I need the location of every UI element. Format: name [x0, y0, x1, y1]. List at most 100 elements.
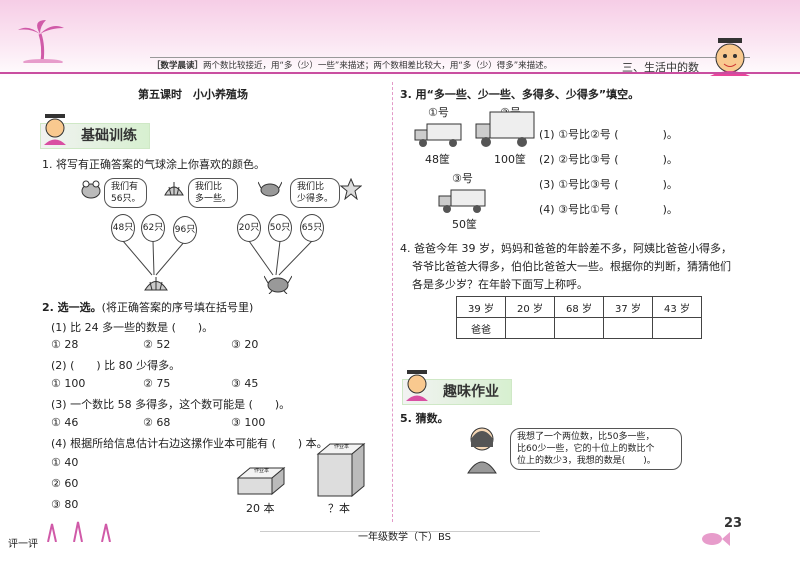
mascot-icon: [706, 36, 754, 84]
book-count-2: ？本: [328, 502, 350, 515]
starfish-icon: [339, 177, 363, 204]
q2-note: (将正确答案的序号填在括号里): [101, 301, 254, 314]
title-cell-input[interactable]: [505, 317, 555, 339]
truck1-qty: 48筐: [425, 153, 450, 166]
q3-title: 3. 用“多一些、少一些、多得多、少得多”填空。: [400, 88, 640, 101]
balloon-20[interactable]: 20只: [237, 214, 261, 242]
book-stack-tall: 作业本: [316, 440, 366, 502]
footer-book: 一年级数学（下）BS: [358, 532, 452, 543]
q2-p2-opt1: ① 100: [51, 377, 86, 390]
crab-icon: [257, 180, 283, 202]
title-cell-input[interactable]: [652, 317, 702, 339]
column-divider: [392, 82, 393, 522]
speech-line-2: 比60少一些，它的十位上的数比个: [517, 444, 655, 454]
book-count-1: 20 本: [246, 502, 275, 515]
q2-p4: (4) 根据所给信息估计右边这摞作业本可能有 ( ) 本。: [51, 437, 328, 450]
q2-p1-opt1: ① 28: [51, 338, 79, 351]
bubble-1-line2: 56只。: [111, 194, 141, 204]
truck3-qty: 50筐: [452, 218, 477, 231]
title-cell: 爸爸: [456, 317, 506, 339]
page-number: 23: [724, 516, 743, 531]
balloon-65[interactable]: 65只: [300, 214, 324, 242]
header-rule: [150, 57, 750, 58]
q2-p3-opt3: ③ 100: [231, 416, 266, 429]
q4-text-2: 爷爷比爸爸大得多，伯伯比爸爸大一些。根据你的判断，猜猜他们: [412, 260, 731, 273]
tip-text: 两个数比较接近，用“多（少）一些”来描述；两个数相差比较大，用“多（少）得多”来…: [203, 61, 553, 71]
q2-p1-opt3: ③ 20: [231, 338, 259, 351]
age-table: 39 岁 20 岁 68 岁 37 岁 43 岁 爸爸: [456, 296, 702, 339]
book-stack-small: 作业本: [236, 464, 286, 500]
age-row: 39 岁 20 岁 68 岁 37 岁 43 岁: [456, 296, 702, 318]
q2-p4-opt2: ② 60: [51, 477, 79, 490]
section-title-basic: 基础训练: [81, 128, 137, 144]
bubble-3-line1: 我们比: [297, 182, 325, 192]
q4-text-1: 4. 爸爸今年 39 岁，妈妈和爸爸的年龄差不多，阿姨比爸爸小得多，: [400, 242, 732, 255]
q3-line-4: (4) ③号比①号 ( )。: [539, 203, 678, 216]
truck2-qty: 100筐: [494, 153, 526, 166]
q2-p2: (2) ( ) 比 80 少得多。: [51, 359, 181, 372]
review-label: 评一评: [8, 539, 38, 550]
book-label-2: 作业本: [334, 444, 350, 450]
truck-1-icon: [413, 120, 463, 152]
frog-icon: [80, 179, 102, 203]
q2-p3-opt1: ① 46: [51, 416, 79, 429]
header-line: [0, 72, 800, 74]
q2-p2-opt3: ③ 45: [231, 377, 259, 390]
bubble-1-line1: 我们有: [111, 182, 139, 192]
q1-title: 1. 将写有正确答案的气球涂上你喜欢的颜色。: [42, 158, 265, 171]
q2-p2-opt2: ② 75: [143, 377, 171, 390]
q2-p3: (3) 一个数比 58 多得多，这个数可能是 ( )。: [51, 398, 291, 411]
crab-bottom-icon: [263, 274, 293, 298]
section-title-fun: 趣味作业: [443, 384, 499, 400]
bubble-2-line2: 多一些。: [195, 194, 232, 204]
girl-icon: [462, 425, 502, 479]
age-cell: 20 岁: [505, 296, 555, 318]
truck3-number: ③号: [452, 172, 473, 185]
student-icon-2: [402, 368, 432, 406]
speech-bubble: 我想了一个两位数，比50多一些， 比60少一些，它的十位上的数比个 位上的数少3…: [510, 428, 682, 470]
balloon-50[interactable]: 50只: [268, 214, 292, 242]
footer-line: [260, 531, 540, 532]
chapter-title: 三、生活中的数: [622, 61, 699, 74]
balloon-96[interactable]: 96只: [173, 216, 197, 244]
age-cell: 43 岁: [652, 296, 702, 318]
q2-p4-opt1: ① 40: [51, 456, 79, 469]
balloon-62[interactable]: 62只: [141, 214, 165, 242]
q2-p3-opt2: ② 68: [143, 416, 171, 429]
shell-icon: [163, 179, 185, 203]
header-tip: ［数学晨读］两个数比较接近，用“多（少）一些”来描述；两个数相差比较大，用“多（…: [152, 59, 552, 71]
q3-line-3: (3) ①号比③号 ( )。: [539, 178, 678, 191]
palm-tree-icon: [18, 18, 68, 67]
bubble-1: 我们有 56只。: [104, 178, 148, 208]
grass-icon: [44, 520, 124, 546]
title-cell-input[interactable]: [554, 317, 604, 339]
shell-bottom-icon: [143, 273, 169, 297]
bubble-3: 我们比 少得多。: [290, 178, 341, 208]
fish-icon: [700, 530, 730, 552]
speech-line-1: 我想了一个两位数，比50多一些，: [517, 432, 655, 442]
header-band: [0, 0, 800, 80]
age-cell: 39 岁: [456, 296, 506, 318]
balloon-48[interactable]: 48只: [111, 214, 135, 242]
bubble-3-line2: 少得多。: [297, 194, 334, 204]
q3-line-1: (1) ①号比②号 ( )。: [539, 128, 678, 141]
q4-text-3: 各是多少岁？在年龄下面写上称呼。: [412, 278, 588, 291]
truck1-number: ①号: [428, 106, 449, 119]
title-row: 爸爸: [456, 317, 702, 339]
student-icon: [40, 112, 70, 150]
q5-title: 5. 猜数。: [400, 412, 449, 425]
title-cell-input[interactable]: [603, 317, 653, 339]
q2-title: 2. 选一选。(将正确答案的序号填在括号里): [42, 299, 253, 315]
truck-3-icon: [437, 186, 487, 218]
lesson-title: 第五课时 小小养殖场: [138, 88, 248, 101]
tip-label: ［数学晨读］: [152, 61, 204, 71]
q2-title-main: 2. 选一选。: [42, 301, 102, 314]
q2-p1: (1) 比 24 多一些的数是 ( )。: [51, 321, 214, 334]
q2-p1-opt2: ② 52: [143, 338, 171, 351]
speech-line-3: 位上的数少3，我想的数是( )。: [517, 456, 656, 466]
balloon-strings: [122, 240, 313, 276]
q2-p4-opt3: ③ 80: [51, 498, 79, 511]
bubble-2: 我们比 多一些。: [188, 178, 239, 208]
bubble-2-line1: 我们比: [195, 182, 223, 192]
truck-2-icon: [474, 110, 536, 152]
